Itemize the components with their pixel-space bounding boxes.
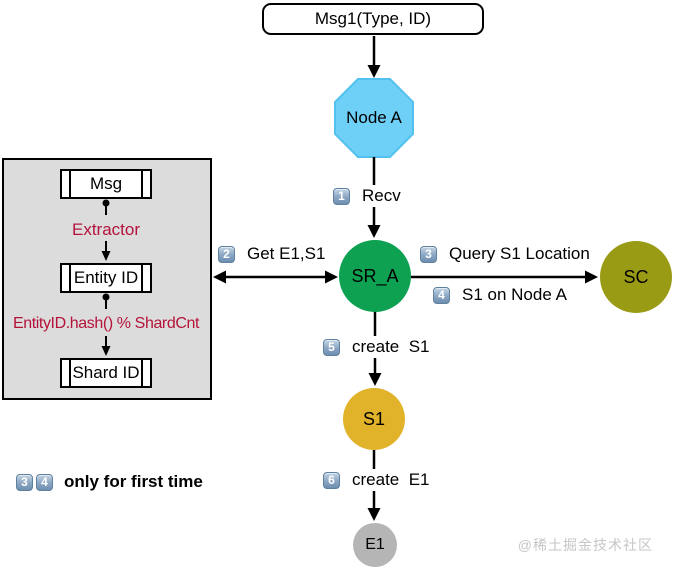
step-1-label: Recv: [362, 186, 401, 205]
pipeline-connectors: [101, 199, 111, 356]
step-2-get-e1s1: 2 Get E1,S1: [214, 243, 330, 265]
double-bar-right: [141, 265, 143, 291]
node-a: Node A: [335, 79, 413, 157]
node-e1-label: E1: [365, 536, 385, 553]
pipeline-box-shard-id: Shard ID: [60, 358, 152, 388]
step-4-label: S1 on Node A: [462, 285, 567, 304]
edge-query-sc: [411, 270, 598, 284]
edge-get-e1s1: [213, 270, 338, 284]
step-6-label: create E1: [352, 470, 430, 489]
pipeline-box-entity-id-label: Entity ID: [73, 268, 139, 287]
double-bar-left: [69, 171, 71, 197]
pipeline-box-entity-id: Entity ID: [60, 263, 152, 293]
node-a-octagon: [334, 78, 414, 158]
step-6-create-e1: 6 create E1: [319, 469, 434, 491]
note-badge-3: 3: [16, 473, 33, 491]
step-1-badge: 1: [333, 187, 350, 205]
step-2-badge: 2: [218, 245, 235, 263]
step-4-badge: 4: [433, 286, 450, 304]
node-s1: S1: [343, 388, 405, 450]
step-3-badge: 3: [420, 245, 437, 263]
message-source-label: Msg1(Type, ID): [314, 9, 432, 28]
step-3-query-s1-location: 3 Query S1 Location: [416, 243, 594, 265]
double-bar-right: [141, 171, 143, 197]
node-e1: E1: [353, 523, 397, 567]
watermark: @稀土掘金技术社区: [517, 537, 653, 553]
pipeline-transform-extractor: Extractor: [71, 220, 141, 239]
pipeline-box-msg: Msg: [60, 169, 152, 199]
node-a-label: Node A: [346, 108, 402, 127]
step-5-badge: 5: [323, 338, 340, 356]
double-bar-right: [141, 360, 143, 386]
step-5-label: create S1: [352, 337, 430, 356]
pipeline-box-shard-id-label: Shard ID: [72, 363, 140, 382]
node-sc: SC: [600, 241, 672, 313]
pipeline-transform-hash: EntityID.hash() % ShardCnt: [12, 315, 200, 332]
double-bar-left: [69, 360, 71, 386]
node-sr-a: SR_A: [339, 240, 411, 312]
step-4-s1-on-node-a: 4 S1 on Node A: [429, 284, 571, 306]
step-1-recv: 1 Recv: [329, 185, 405, 207]
double-bar-left: [69, 265, 71, 291]
node-s1-label: S1: [362, 408, 386, 429]
step-5-create-s1: 5 create S1: [319, 336, 434, 358]
step-2-label: Get E1,S1: [247, 244, 326, 263]
pipeline-box-msg-label: Msg: [89, 174, 123, 193]
node-sc-label: SC: [623, 266, 649, 287]
step-6-badge: 6: [323, 471, 340, 489]
edge-msg-to-nodea: [367, 36, 381, 78]
note-text: only for first time: [64, 472, 203, 491]
message-source-node: Msg1(Type, ID): [262, 3, 484, 35]
node-sr-a-label: SR_A: [351, 265, 399, 286]
note-only-first-time: 3 4 only for first time: [16, 472, 203, 492]
note-badge-4: 4: [36, 473, 53, 491]
step-3-label: Query S1 Location: [449, 244, 590, 263]
